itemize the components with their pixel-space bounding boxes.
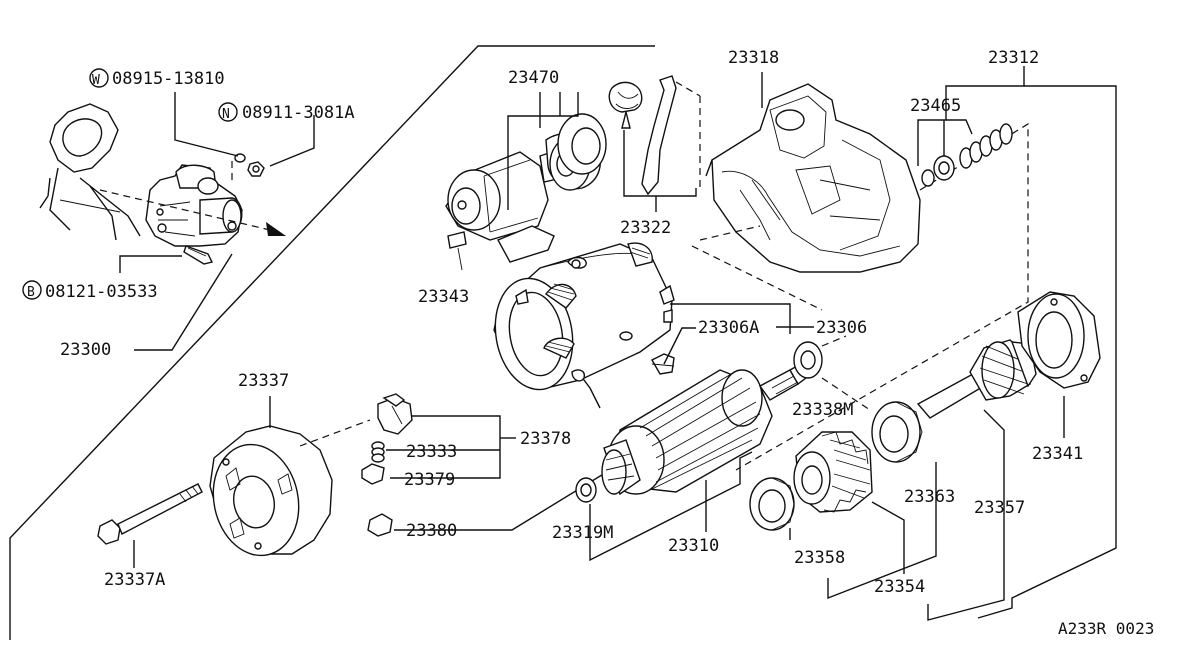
label-08915-number: 08915-13810 — [112, 69, 225, 89]
armature-illustration — [601, 359, 815, 496]
label-08911: N 08911-3081A — [218, 102, 355, 123]
leaders-23357 — [927, 396, 1065, 621]
yoke-illustration — [493, 242, 675, 409]
label-23379: 23379 — [404, 470, 455, 490]
leaders-23465 — [917, 119, 973, 166]
magnetic-switch-illustration — [445, 113, 607, 271]
label-23357: 23357 — [974, 498, 1025, 518]
label-08121: B 08121-03533 — [22, 280, 158, 302]
brush-illustration — [361, 463, 385, 485]
leaders-23322 — [623, 130, 697, 212]
leaders-23354 — [789, 462, 937, 600]
engine-flange-illustration — [39, 103, 141, 241]
label-23378: 23378 — [520, 429, 571, 449]
label-23322: 23322 — [620, 218, 671, 238]
label-23338M: 23338M — [792, 400, 853, 420]
bearing-23358-illustration — [749, 477, 795, 531]
label-23343: 23343 — [418, 287, 469, 307]
pinion-gear-illustration — [793, 431, 873, 513]
label-23337: 23337 — [238, 371, 289, 391]
label-23319M: 23319M — [552, 523, 613, 543]
shift-lever-illustration — [608, 75, 701, 196]
armature-dash-lines — [821, 335, 871, 411]
diagram-code: A233R 0023 — [1058, 619, 1154, 638]
label-23363: 23363 — [904, 487, 955, 507]
cap-23380-illustration — [367, 513, 393, 537]
gear-case-illustration — [705, 83, 921, 273]
leaders-23310 — [589, 451, 753, 562]
label-23333: 23333 — [406, 442, 457, 462]
bearing-23338M-illustration — [793, 341, 823, 379]
label-08915: W 08915-13810 — [89, 68, 225, 89]
leaders-23337 — [133, 396, 371, 568]
label-08915-prefix: W — [92, 73, 100, 88]
housing-23341-illustration — [1017, 291, 1101, 389]
label-23358: 23358 — [794, 548, 845, 568]
label-23465: 23465 — [910, 96, 961, 116]
nut-08911-illustration — [247, 161, 265, 177]
leaders-23470 — [507, 92, 579, 210]
rear-cover-illustration — [209, 425, 333, 557]
through-bolt-illustration — [97, 483, 203, 545]
divider-lines — [9, 45, 655, 640]
label-08121-prefix: B — [27, 285, 35, 300]
label-08911-prefix: N — [222, 107, 230, 122]
spring-23465-illustration — [921, 123, 1013, 187]
leaders-23306 — [663, 303, 791, 365]
brush-holder-illustration — [377, 393, 413, 435]
label-23318: 23318 — [728, 48, 779, 68]
label-23306A: 23306A — [698, 318, 759, 338]
label-23306: 23306 — [816, 318, 867, 338]
pinion-shaft-illustration — [916, 339, 1037, 419]
leaders-23312 — [945, 66, 1117, 619]
label-23341: 23341 — [1032, 444, 1083, 464]
leaders-top-left — [119, 92, 315, 351]
label-23312: 23312 — [988, 48, 1039, 68]
label-23354: 23354 — [874, 577, 925, 597]
label-23470: 23470 — [508, 68, 559, 88]
brush-spring-illustration — [371, 441, 385, 463]
label-08121-number: 08121-03533 — [45, 282, 158, 302]
label-23380: 23380 — [406, 521, 457, 541]
label-23337A: 23337A — [104, 570, 165, 590]
assembly-direction-arrow — [99, 160, 286, 236]
label-08911-number: 08911-3081A — [242, 103, 355, 123]
starter-assembly-illustration — [145, 164, 243, 265]
bearing-23319M-illustration — [575, 477, 597, 503]
bearing-23363-illustration — [871, 401, 923, 463]
label-23300: 23300 — [60, 340, 111, 360]
label-23310: 23310 — [668, 536, 719, 556]
